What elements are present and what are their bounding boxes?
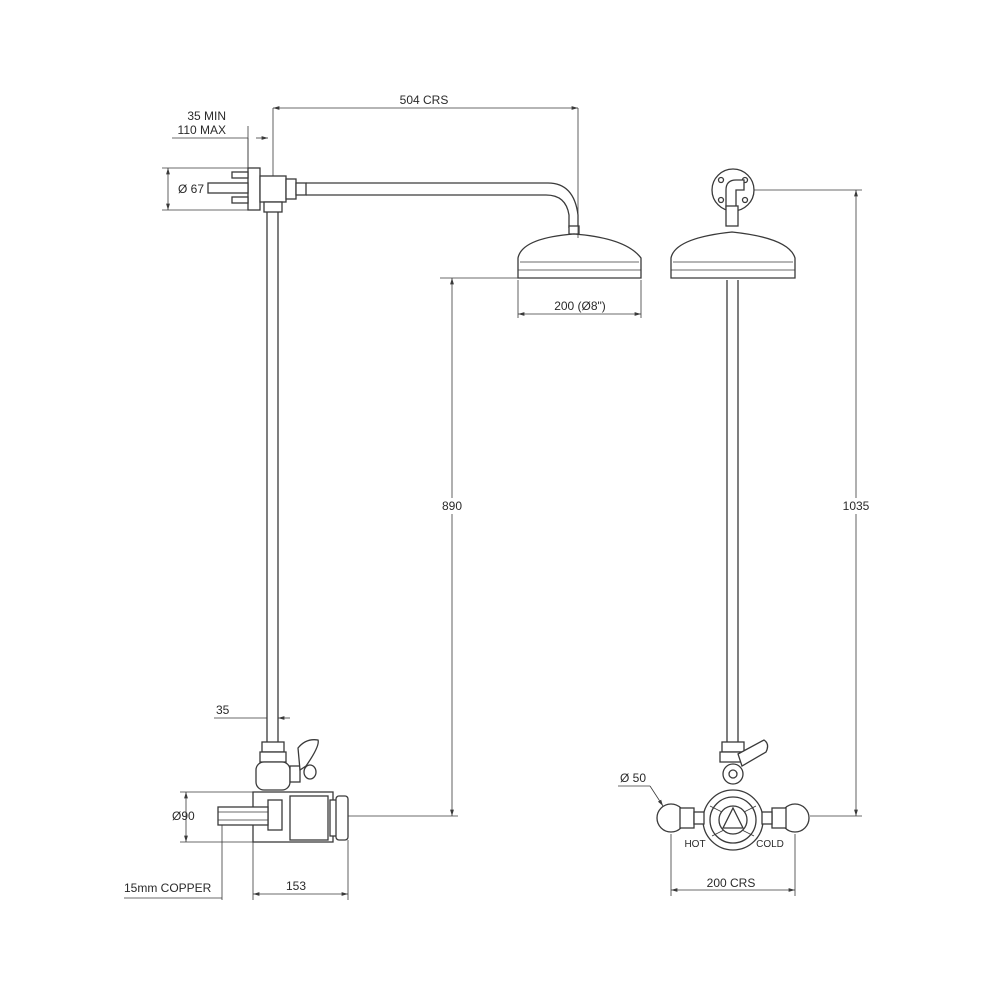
riser-rail <box>266 212 279 742</box>
dim-pipe-spec: 15mm COPPER <box>124 881 212 895</box>
dim-valve-dia: Ø90 <box>172 809 195 823</box>
dim-wall-max: 110 MAX <box>178 123 226 137</box>
dim-valve-depth: 153 <box>286 879 306 893</box>
valve-side <box>217 739 349 843</box>
dim-riser-height: 890 <box>442 499 462 513</box>
wall-bracket-front <box>711 168 755 227</box>
dim-inlet-dia: Ø 50 <box>620 771 646 785</box>
shower-head-front <box>670 231 796 279</box>
shower-head-side <box>517 225 642 279</box>
dim-arm-crs: 504 CRS <box>400 93 449 107</box>
dim-overall-height: 1035 <box>843 499 870 513</box>
label-hot: HOT <box>684 839 705 850</box>
front-view: 1035 Ø 50 HOT COLD 200 CRS <box>618 168 874 896</box>
shower-arm <box>306 182 579 228</box>
side-view: 504 CRS 35 MIN 110 MAX Ø 67 200 (Ø8") 89… <box>124 93 642 900</box>
tee-joint <box>259 175 307 213</box>
riser-rail-front <box>726 280 739 742</box>
dim-head-dia: 200 (Ø8") <box>554 299 606 313</box>
valve-front <box>656 739 810 851</box>
dim-wall-min: 35 MIN <box>187 109 226 123</box>
label-cold: COLD <box>756 839 784 850</box>
dim-inlet-offset: 35 <box>216 703 230 717</box>
dim-flange-dia: Ø 67 <box>178 182 204 196</box>
dim-inlet-crs: 200 CRS <box>707 876 756 890</box>
